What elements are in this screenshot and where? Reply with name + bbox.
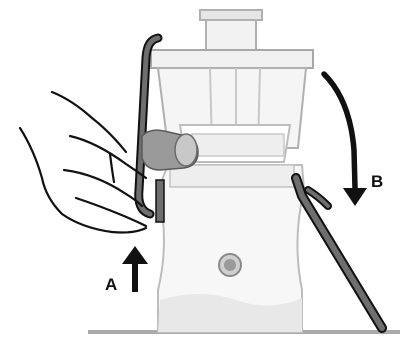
power-knob [218, 253, 242, 277]
label-b: B [371, 172, 384, 191]
locking-arm-left [134, 33, 165, 223]
label-a: A [105, 275, 118, 294]
feed-tube [199, 9, 263, 53]
motor-base [156, 164, 306, 333]
arrow-a [122, 246, 148, 292]
arrow-b [321, 71, 367, 206]
arm-clip-knob [141, 129, 199, 171]
hand-illustration [18, 90, 148, 234]
locking-arm-right [291, 173, 387, 333]
filter-basket [178, 124, 292, 163]
